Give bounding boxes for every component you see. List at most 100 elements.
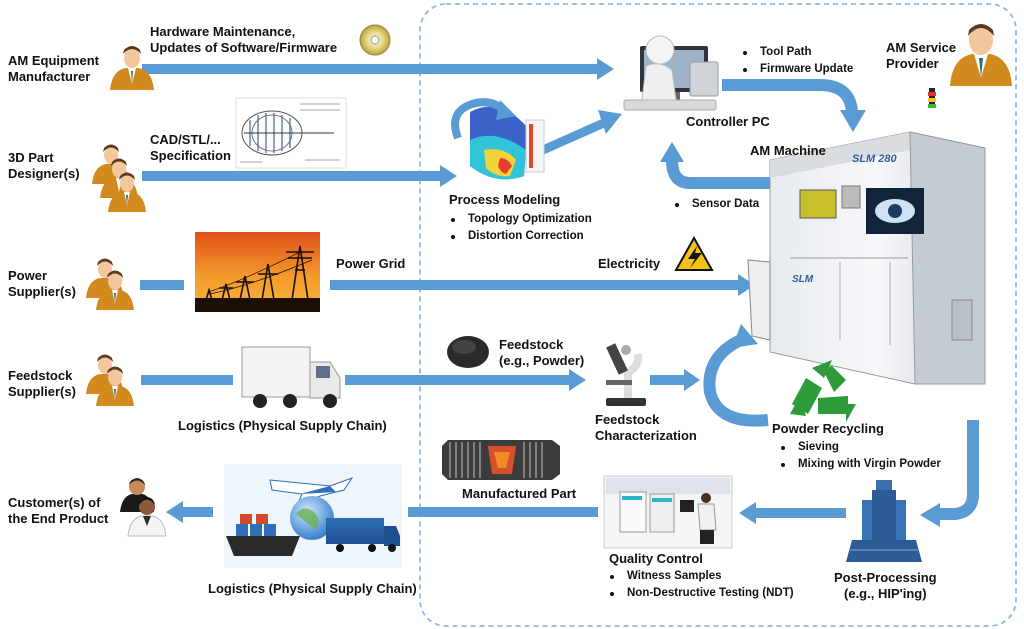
bullet-item: Distortion Correction: [446, 228, 592, 245]
flow-logistics-in-label: Logistics (Physical Supply Chain): [178, 418, 387, 433]
flow-label-line: Hardware Maintenance,: [150, 24, 296, 39]
electricity-warning-icon: [674, 235, 714, 271]
flow-label-line: Updates of Software/Firmware: [150, 40, 338, 55]
actor-label-line: Power: [8, 268, 48, 283]
actor-feedstock-supplier: Feedstock Supplier(s): [8, 368, 76, 400]
actor-label-line: Feedstock: [8, 368, 73, 383]
powder-recycling-label: Powder Recycling: [772, 421, 884, 436]
process-modeling-label: Process Modeling: [449, 192, 561, 207]
flow-label-line: (e.g., Powder): [499, 353, 585, 368]
characterization-arrow: [650, 375, 684, 385]
sensor-data-arrow: [666, 159, 770, 189]
machine-to-post-arrow: [938, 420, 979, 520]
flow-label-line: CAD/STL/...: [150, 132, 221, 147]
actor-label-line: Supplier(s): [8, 284, 76, 299]
sensor-data-bullet: Sensor Data: [670, 196, 759, 213]
bullet-item: Sensor Data: [670, 196, 759, 213]
power-arrow-b: [330, 280, 738, 290]
microscope-image: [606, 343, 646, 406]
bullet-item: Mixing with Virgin Powder: [776, 456, 941, 473]
node-label-line: Feedstock: [595, 412, 660, 427]
am-service-provider-boundary: [419, 3, 1017, 627]
powder-image: [447, 336, 489, 368]
power-people-icon: [86, 258, 134, 310]
flow-logistics-out-label: Logistics (Physical Supply Chain): [208, 581, 417, 596]
actor-am-service-provider: AM Service Provider: [886, 40, 956, 72]
hardware-arrow: [142, 64, 597, 74]
customer-people-icon: [120, 478, 167, 537]
powder-recycling-bullets: Sieving Mixing with Virgin Powder: [776, 439, 941, 473]
qc-to-logistics-arrow: [408, 507, 598, 517]
flow-hardware-label: Hardware Maintenance, Updates of Softwar…: [150, 24, 337, 56]
logistics-to-customer-arrow: [183, 507, 213, 517]
bullet-item: Sieving: [776, 439, 941, 456]
power-arrow-a: [140, 280, 184, 290]
machine-logo-label: SLM: [792, 274, 814, 285]
flow-label-line: Feedstock: [499, 337, 564, 352]
controller-pc-label: Controller PC: [686, 114, 770, 129]
cd-icon: [359, 24, 391, 56]
logistics-image: [224, 464, 402, 568]
curved-arrows: [666, 79, 979, 520]
feedstock-arrow-b: [345, 375, 569, 385]
actor-customer: Customer(s) of the End Product: [8, 495, 108, 527]
controller-to-machine-arrow: [722, 79, 858, 113]
service-provider-person-icon: [950, 24, 1012, 86]
am-machine-label: AM Machine: [750, 143, 826, 158]
flow-cad-label: CAD/STL/... Specification: [150, 132, 231, 164]
model-to-controller-arrow: [532, 118, 608, 158]
bullet-item: Tool Path: [738, 44, 853, 61]
powder-recycling-arrow: [703, 332, 769, 427]
quality-control-bullets: Witness Samples Non-Destructive Testing …: [605, 568, 794, 602]
recycle-icon: [790, 360, 856, 422]
cad-drawing-image: [235, 97, 347, 169]
power-grid-image: [195, 232, 320, 312]
actor-label-line: 3D Part: [8, 150, 54, 165]
bullet-item: Firmware Update: [738, 61, 853, 78]
actor-label-line: AM Service: [886, 40, 957, 55]
node-label-line: Characterization: [595, 428, 697, 443]
actor-label-line: Designer(s): [8, 166, 80, 181]
quality-control-label: Quality Control: [609, 551, 703, 566]
node-label-line: (e.g., HIP'ing): [844, 586, 927, 601]
feedstock-characterization-label: Feedstock Characterization: [595, 412, 697, 444]
quality-control-image: [603, 475, 733, 549]
actor-label-line: Provider: [886, 56, 939, 71]
bullet-item: Witness Samples: [605, 568, 794, 585]
post-processing-label: Post-Processing (e.g., HIP'ing): [834, 570, 937, 602]
actor-label-line: AM Equipment: [8, 53, 99, 68]
process-modeling-bullets: Topology Optimization Distortion Correct…: [446, 211, 592, 245]
bullet-item: Topology Optimization: [446, 211, 592, 228]
controller-bullets: Tool Path Firmware Update: [738, 44, 853, 78]
node-label-line: Post-Processing: [834, 570, 937, 585]
flow-label-line: Specification: [150, 148, 231, 163]
truck-image: [241, 346, 341, 408]
process-model-image: [451, 98, 545, 180]
controller-pc-image: [623, 35, 719, 111]
manufacturer-person-icon: [110, 46, 154, 90]
flow-feedstock-label: Feedstock (e.g., Powder): [499, 337, 584, 369]
actor-3d-part-designer: 3D Part Designer(s): [8, 150, 80, 182]
cad-arrow: [142, 171, 440, 181]
actor-am-equipment-manufacturer: AM Equipment Manufacturer: [8, 53, 99, 85]
manufactured-part-image: [442, 440, 560, 480]
actor-label-line: Manufacturer: [8, 69, 91, 84]
flow-power-grid-label: Power Grid: [336, 256, 406, 271]
post-processing-image: [846, 480, 922, 562]
flow-electricity-label: Electricity: [598, 256, 661, 271]
actor-label-line: Customer(s) of: [8, 495, 101, 510]
post-to-qc-arrow: [756, 508, 846, 518]
machine-brand-label: SLM 280: [852, 153, 897, 165]
am-machine-image: [747, 88, 986, 385]
actor-label-line: Supplier(s): [8, 384, 76, 399]
flow-arrows: [140, 58, 846, 524]
actor-power-supplier: Power Supplier(s): [8, 268, 76, 300]
flow-manufactured-part-label: Manufactured Part: [462, 486, 577, 501]
actor-label-line: the End Product: [8, 511, 109, 526]
feedstock-people-icon: [86, 354, 134, 406]
feedstock-arrow-a: [141, 375, 233, 385]
bullet-item: Non-Destructive Testing (NDT): [605, 585, 794, 602]
designer-people-icon: [92, 144, 146, 212]
